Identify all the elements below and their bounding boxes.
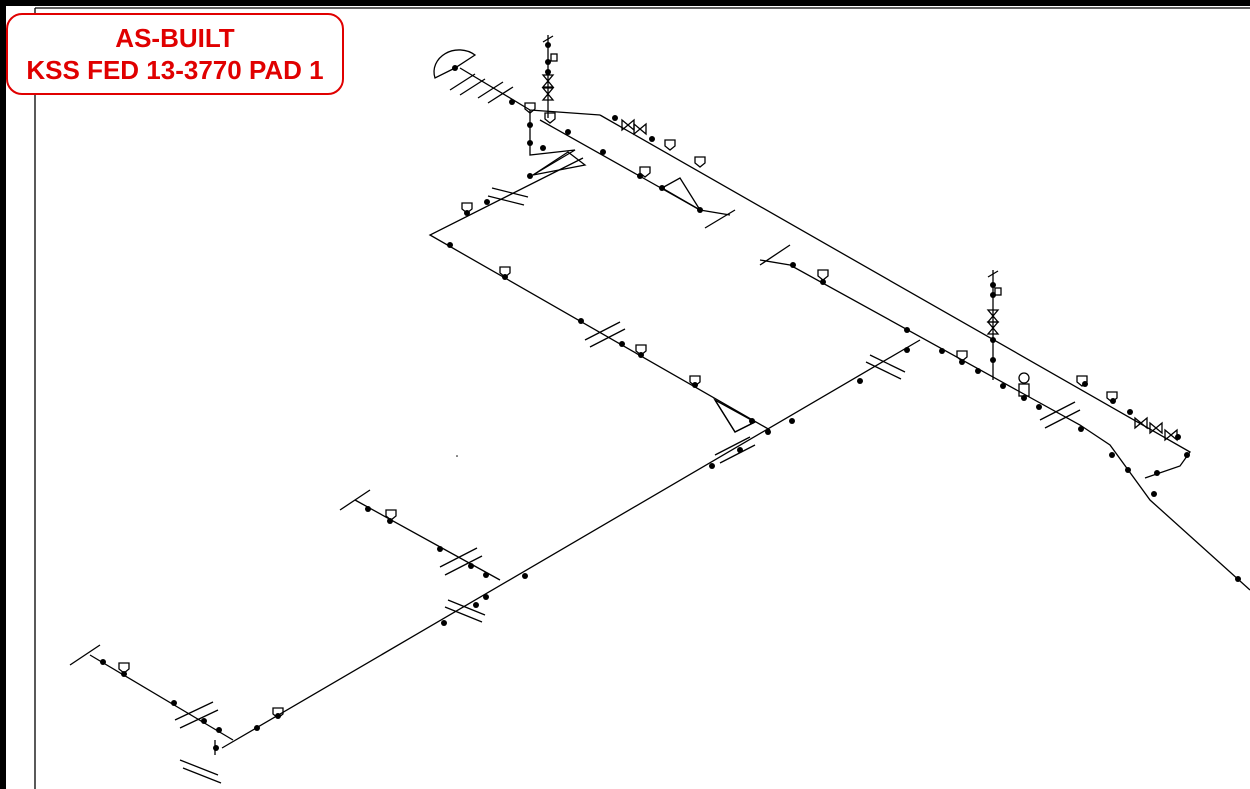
stray-mark: [456, 455, 458, 457]
reducer-symbol: [532, 151, 587, 176]
pipe-end-cap-lower: [69, 644, 101, 666]
pipe-cap-symbol: [433, 49, 477, 79]
pipe-end-cap-mid-left: [339, 489, 371, 511]
valve-symbol: [541, 74, 1178, 442]
pipe-support-symbol: [118, 102, 1118, 719]
pipe-run-loop-left: [428, 157, 771, 431]
break-symbol: [174, 73, 1081, 784]
pipe-end-cap: [704, 209, 736, 229]
pipe-run-upper-main: [599, 114, 1191, 479]
pipe-run-branch-mid: [759, 259, 1250, 591]
pipe-run-mid-left-branch: [354, 499, 501, 581]
instrument-flag-symbol: [542, 35, 1002, 296]
reducer-symbol: [660, 177, 701, 211]
pipe-run-riser-left: [529, 110, 576, 176]
pipe-run-header-top: [459, 67, 601, 116]
pipe-run-loop-reducer: [714, 399, 756, 433]
pipe-run-lower-left-branch: [89, 654, 234, 741]
weld-dots: [100, 42, 1241, 751]
reducer-symbol: [713, 398, 757, 433]
title-line-2: KSS FED 13-3770 PAD 1: [26, 55, 324, 85]
pipe-run-diagonal-long: [221, 339, 921, 749]
title-block: AS-BUILT KSS FED 13-3770 PAD 1: [6, 13, 344, 95]
title-line-1: AS-BUILT: [115, 23, 235, 53]
pipe-end-cap-mid: [759, 244, 791, 266]
